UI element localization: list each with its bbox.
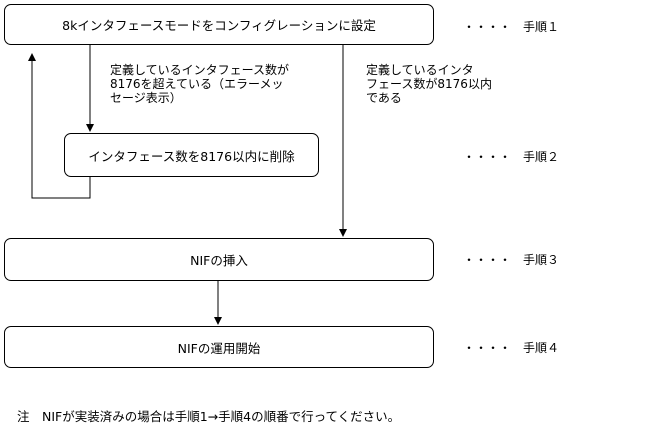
step1-marker: ・・・・ 手順１ [463,20,560,34]
step4-box: NIFの運用開始 [4,326,434,368]
step2-box: インタフェース数を8176以内に削除 [64,133,319,177]
step1-label: 8kインタフェースモードをコンフィグレーションに設定 [62,18,376,33]
arrow-step2-loop-back [28,53,91,199]
step4-label: NIFの運用開始 [177,340,261,356]
step3-label: NIFの挿入 [190,253,248,268]
condition-within-label: 定義しているインタ フェース数が8176以内 である [366,63,492,105]
step4-marker: ・・・・ 手順４ [463,341,560,355]
condition-over-label: 定義しているインタフェース数が 8176を超えている（エラーメッ セージ表示） [110,63,290,105]
footnote: 注 NIFが実装済みの場合は手順1→手順4の順番で行ってください。 [17,409,401,424]
step2-label: インタフェース数を8176以内に削除 [88,148,295,164]
step3-box: NIFの挿入 [4,238,434,281]
step3-marker: ・・・・ 手順３ [463,253,560,267]
step2-marker: ・・・・ 手順２ [463,150,560,164]
step1-box: 8kインタフェースモードをコンフィグレーションに設定 [4,4,434,45]
